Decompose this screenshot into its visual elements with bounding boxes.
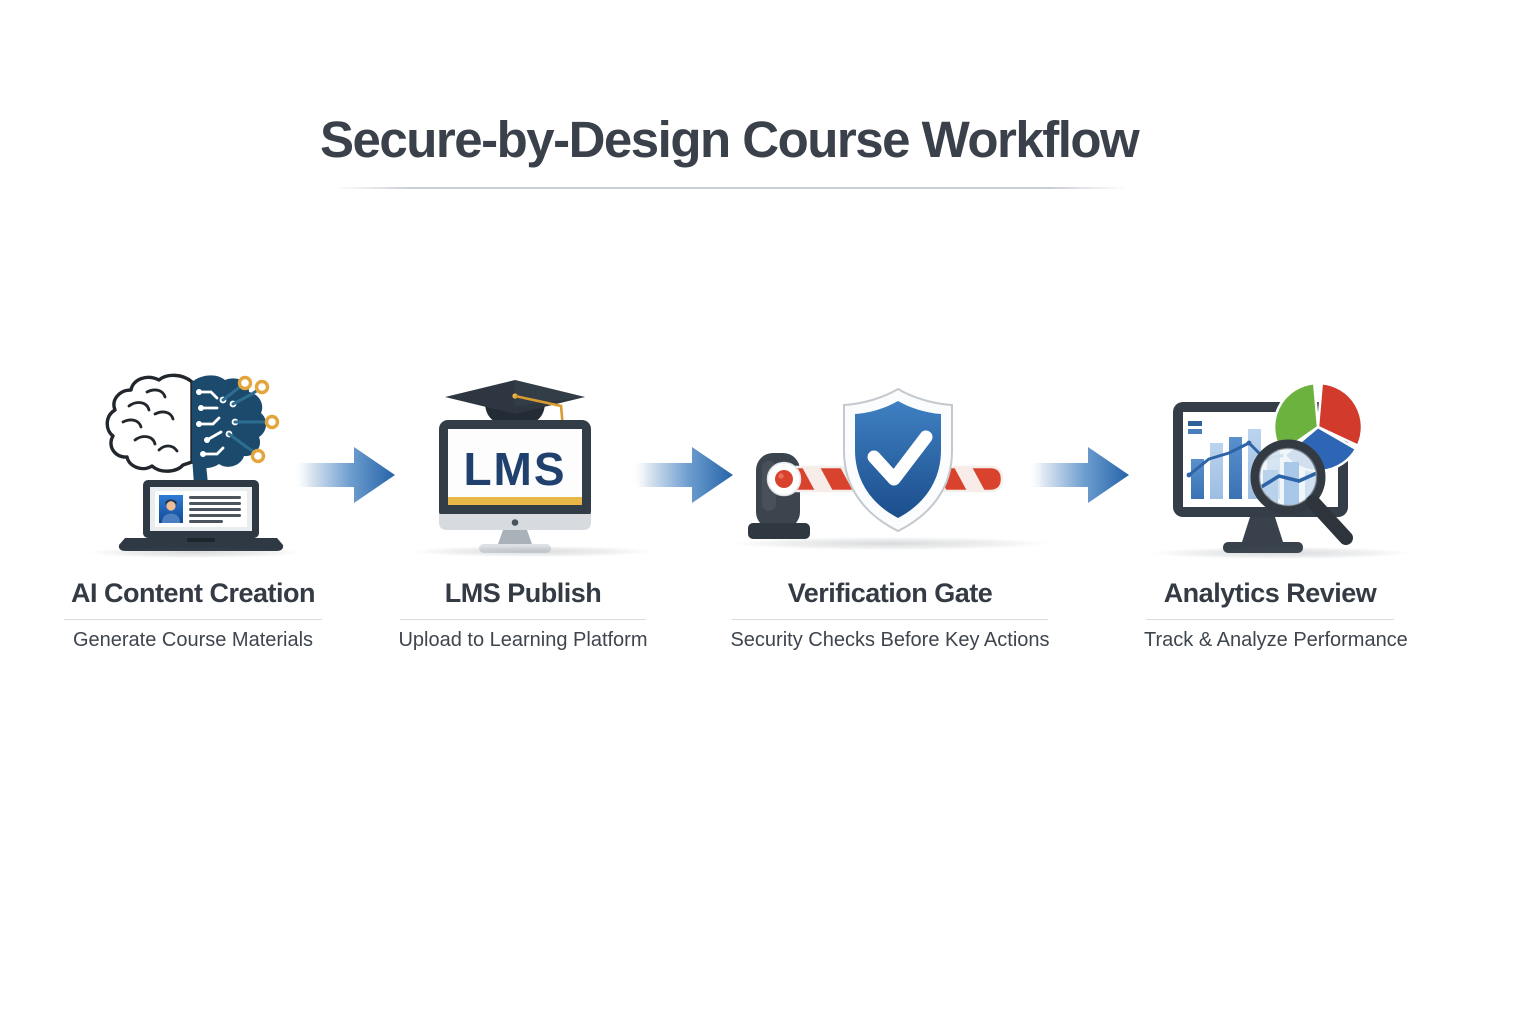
laptop [118, 480, 284, 551]
shield-gate-icon [740, 385, 1020, 555]
icon-shadow [1152, 547, 1410, 559]
flow-arrow-icon [1028, 447, 1129, 503]
lms-screen-label: LMS [463, 443, 566, 495]
page-title: Secure-by-Design Course Workflow [320, 111, 1140, 168]
icon-shadow [90, 547, 300, 558]
step-divider [732, 619, 1048, 620]
step-title: Analytics Review [1163, 578, 1377, 608]
flow-arrow-icon [632, 447, 733, 503]
brain-right-circuit-half [192, 375, 267, 469]
step-analytics-review: Analytics Review Track & Analyze Perform… [1144, 578, 1408, 652]
ai-brain-laptop-icon [95, 370, 295, 560]
ai-brain-laptop-svg [105, 373, 284, 551]
icon-shadow [412, 546, 652, 557]
step-divider [400, 619, 646, 620]
flow-arrow-icon [294, 447, 395, 503]
shield-gate-svg [748, 387, 1004, 539]
step-subtitle: Track & Analyze Performance [1144, 629, 1408, 651]
magnifier-icon [1250, 439, 1353, 545]
id-card-photo [159, 495, 183, 523]
magnifier-handle [1306, 495, 1353, 545]
checkmark-icon [867, 430, 933, 486]
gate-pivot-hub [766, 461, 802, 497]
step-divider [64, 619, 322, 620]
id-card-text-lines [189, 496, 241, 523]
analytics-monitor-icon [1165, 377, 1375, 567]
shield-check-icon [843, 387, 953, 533]
analytics-monitor-svg [1173, 381, 1364, 553]
step-subtitle: Security Checks Before Key Actions [730, 629, 1050, 651]
step-title: LMS Publish [444, 578, 602, 608]
monitor: LMS [439, 420, 591, 553]
step-subtitle: Generate Course Materials [72, 629, 314, 651]
icon-shadow [732, 537, 1048, 550]
brain-left-half [105, 373, 194, 473]
step-title: Verification Gate [787, 578, 993, 608]
step-subtitle: Upload to Learning Platform [398, 629, 648, 651]
step-lms-publish: LMS Publish Upload to Learning Platform [398, 578, 648, 652]
step-verification-gate: Verification Gate Security Checks Before… [730, 578, 1050, 652]
step-title: AI Content Creation [71, 578, 316, 608]
lms-monitor-svg: LMS [439, 380, 591, 553]
screen-gold-bar [448, 497, 582, 505]
lms-monitor-icon: LMS [415, 376, 615, 561]
circuit-node-rings [237, 375, 280, 464]
title-underline [334, 187, 1128, 189]
step-ai-content-creation: AI Content Creation Generate Course Mate… [62, 578, 324, 652]
step-divider [1146, 619, 1394, 620]
